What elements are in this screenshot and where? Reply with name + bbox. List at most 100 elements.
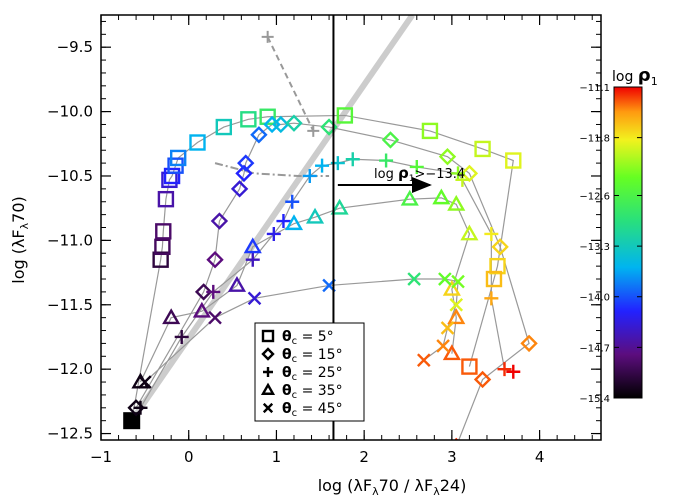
legend-label-value: = 15° <box>297 347 342 363</box>
legend: θc = 5°θc = 15°θc = 25°θc = 35°θc = 45° <box>254 322 365 422</box>
point-square <box>259 108 276 125</box>
point-plus <box>315 158 330 173</box>
y-tick-label: −10.0 <box>47 103 93 121</box>
point-cross <box>247 291 262 306</box>
colorbar-tick-label: −12.6 <box>579 191 610 202</box>
point-cross <box>440 321 455 335</box>
legend-label-sub: c <box>292 390 298 401</box>
point-triangle <box>330 198 349 215</box>
y-tick-label: −12.0 <box>47 360 93 378</box>
point-square <box>157 190 175 208</box>
point-plus <box>409 159 424 174</box>
colorbar-tick-label: −13.3 <box>579 242 610 253</box>
point-square <box>154 238 171 256</box>
point-square <box>169 149 187 167</box>
x-tick-label: 4 <box>535 448 545 466</box>
point-cross <box>138 375 152 389</box>
legend-label-sub: c <box>292 336 298 347</box>
y-tick-label: −11.0 <box>47 231 93 249</box>
legend-marker-diamond <box>261 347 275 361</box>
point-cross <box>449 297 464 312</box>
dashed-track-end-marker <box>261 30 274 43</box>
legend-label: θc = 25° <box>282 365 343 383</box>
point-triangle <box>243 237 262 254</box>
legend-label: θc = 45° <box>282 401 343 419</box>
point-triangle <box>227 276 247 292</box>
annotation-rest: >−13.4 <box>414 167 465 182</box>
point-triangle <box>432 188 451 205</box>
point-square <box>336 107 354 124</box>
plot-clipped <box>123 15 538 440</box>
legend-marker-plus <box>263 367 273 377</box>
legend-label-theta: θ <box>282 329 292 345</box>
annotation: log ρ1>−13.4 <box>374 164 465 184</box>
point-plus <box>174 329 189 344</box>
y-tick-label: −9.5 <box>57 38 93 56</box>
legend-items: θc = 5°θc = 15°θc = 25°θc = 35°θc = 45° <box>260 329 343 419</box>
point-square <box>485 270 503 288</box>
annotation-label: log ρ1>−13.4 <box>374 164 465 184</box>
legend-marker-triangle <box>260 382 276 395</box>
legend-label-sub: c <box>292 408 298 419</box>
legend-label-theta: θ <box>282 347 292 363</box>
y-tick-label: −10.5 <box>47 167 93 185</box>
point-triangle <box>400 189 419 206</box>
point-triangle <box>284 214 304 231</box>
point-cross <box>407 272 421 286</box>
x-axis-title: log (λFλ70 / λFλ24) <box>318 476 467 498</box>
x-tick-label: 2 <box>359 448 369 466</box>
point-diamond <box>237 154 255 172</box>
point-diamond <box>194 283 213 301</box>
point-square <box>421 122 439 140</box>
point-diamond <box>520 334 538 353</box>
point-triangle <box>162 308 181 325</box>
annotation-log: log <box>374 167 398 182</box>
x-tick-label: 0 <box>184 448 194 466</box>
series-line-diamond <box>135 122 530 440</box>
point-triangle <box>442 279 461 296</box>
colorbar-ticks: −11.1−11.8−12.6−13.3−14.0−14.7−15.4 <box>579 83 642 405</box>
dashed-track-line <box>266 36 315 132</box>
point-plus <box>506 364 521 379</box>
point-cross <box>436 339 450 353</box>
point-square <box>189 134 206 151</box>
series-line-triangle <box>139 197 471 383</box>
legend-label-theta: θ <box>282 383 292 399</box>
point-diamond <box>460 164 479 183</box>
legend-label-theta: θ <box>282 401 292 417</box>
legend-label-value: = 5° <box>297 329 334 345</box>
legend-label: θc = 35° <box>282 383 343 401</box>
point-plus <box>484 291 499 306</box>
y-axis-title: log (λFλ70) <box>9 196 31 284</box>
point-plus <box>133 400 148 415</box>
point-square <box>155 223 172 240</box>
colorbar-tick-label: −15.4 <box>579 394 610 405</box>
point-plus <box>302 168 317 183</box>
series-line-square <box>131 114 514 421</box>
colorbar-title-log: log <box>612 69 638 85</box>
gray-band-line <box>129 15 415 423</box>
annotation-sub: 1 <box>409 174 415 184</box>
legend-label-sub: c <box>292 372 298 383</box>
colorbar-title-sub: 1 <box>651 75 658 88</box>
point-triangle <box>192 301 211 318</box>
point-plus <box>266 226 281 241</box>
point-plus <box>497 362 512 377</box>
point-plus <box>345 152 360 167</box>
point-diamond <box>250 126 268 144</box>
point-plus <box>455 172 470 187</box>
colorbar-gradient <box>613 86 643 399</box>
point-square <box>505 152 522 169</box>
point-plus <box>285 194 300 209</box>
point-diamond <box>473 370 492 389</box>
point-diamond <box>230 180 249 198</box>
y-tick-label: −12.5 <box>47 425 93 443</box>
x-tick-label: 1 <box>272 448 282 466</box>
legend-marker-square <box>261 329 275 343</box>
dashed-track-end-marker <box>307 124 320 137</box>
annotation-rho: ρ <box>398 164 409 182</box>
colorbar-tick-label: −14.7 <box>579 343 610 354</box>
point-diamond <box>235 164 253 183</box>
